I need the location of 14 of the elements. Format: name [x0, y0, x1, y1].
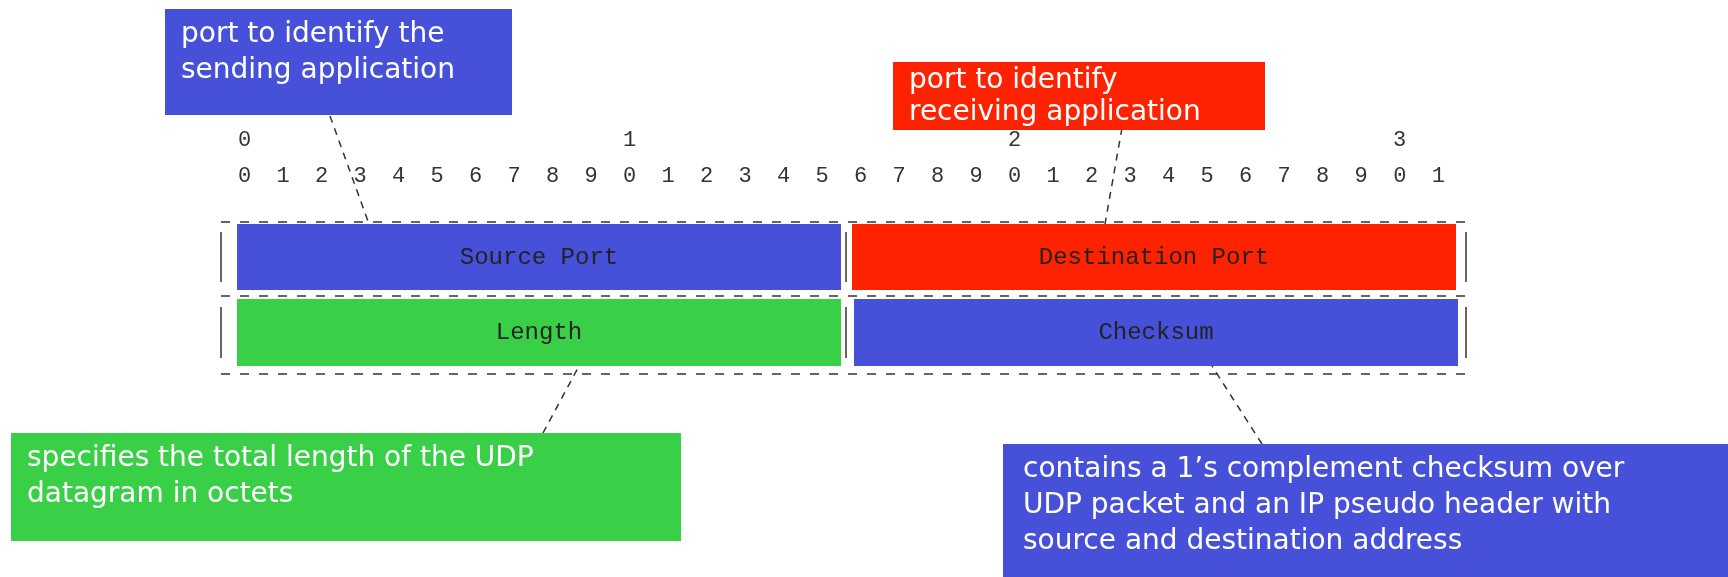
callout-box: port to identify the sending application [165, 9, 512, 115]
header-field: Source Port [237, 224, 841, 290]
header-field: Checksum [854, 299, 1458, 366]
header-field: Destination Port [852, 224, 1456, 290]
bit-number: 3 [1393, 128, 1407, 153]
callout-box: specifies the total length of the UDP datagram in octets [11, 433, 681, 541]
callout-box: port to identify receiving application [893, 62, 1265, 130]
bit-number: 2 [1008, 128, 1022, 153]
header-field: Length [237, 299, 841, 366]
bit-number: 0 1 2 3 4 5 6 7 8 9 0 1 2 3 4 5 6 7 8 9 0 1 2 3 4 5 6 7 8 9 0 1 [238, 164, 1451, 189]
callout-box: contains a 1’s complement checksum over UDP packet and an IP pseudo header with source and destination address [1003, 444, 1728, 577]
leader-line [1211, 365, 1263, 445]
bit-number: 1 [623, 128, 637, 153]
bit-number: 0 [238, 128, 252, 153]
